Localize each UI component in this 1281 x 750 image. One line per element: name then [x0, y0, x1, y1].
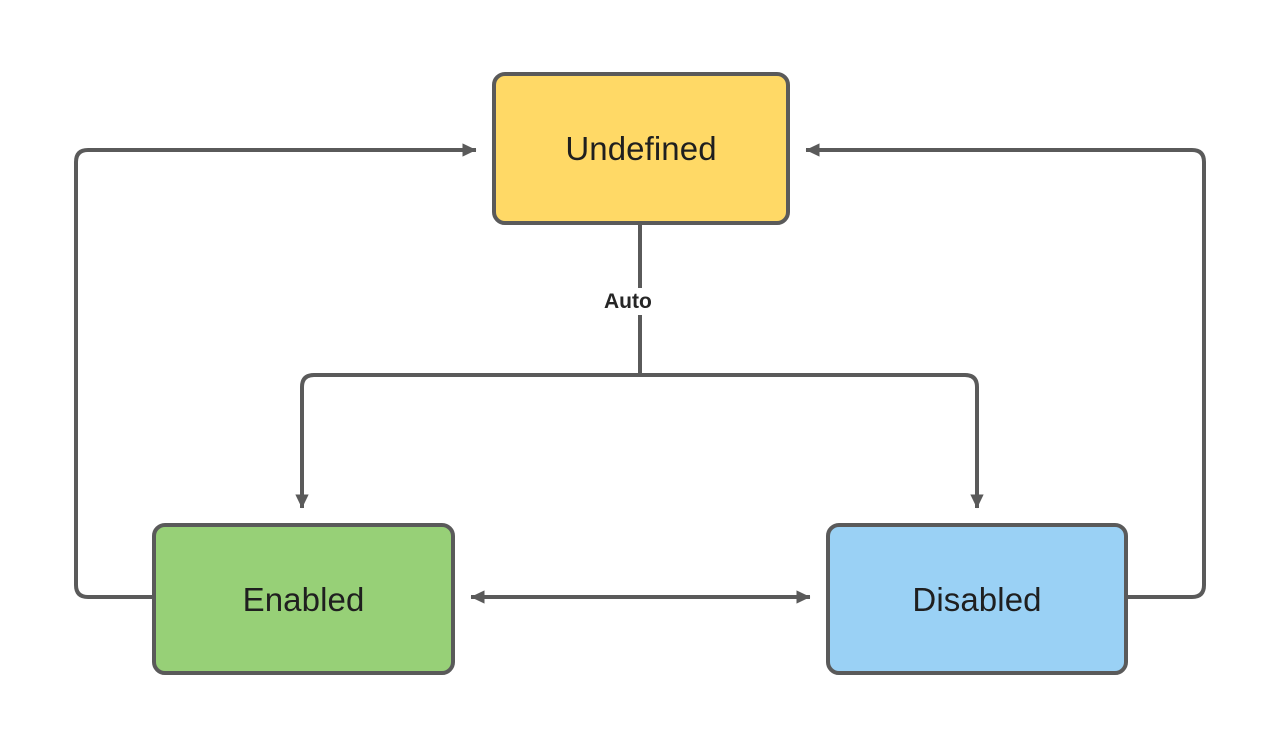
- state-node-disabled[interactable]: Disabled: [826, 523, 1128, 675]
- state-node-enabled[interactable]: Enabled: [152, 523, 455, 675]
- edge-undefined-to-enabled: [295, 373, 640, 509]
- state-node-undefined[interactable]: Undefined: [492, 72, 790, 225]
- state-node-enabled-label: Enabled: [242, 580, 365, 618]
- state-node-disabled-label: Disabled: [912, 580, 1042, 618]
- edge-disabled-to-undefined: [805, 143, 1206, 599]
- edge-undefined-to-disabled: [640, 373, 984, 509]
- state-node-undefined-label: Undefined: [565, 130, 717, 167]
- edge-enabled-to-undefined: [74, 143, 477, 599]
- edge-label-auto: Auto: [597, 288, 659, 315]
